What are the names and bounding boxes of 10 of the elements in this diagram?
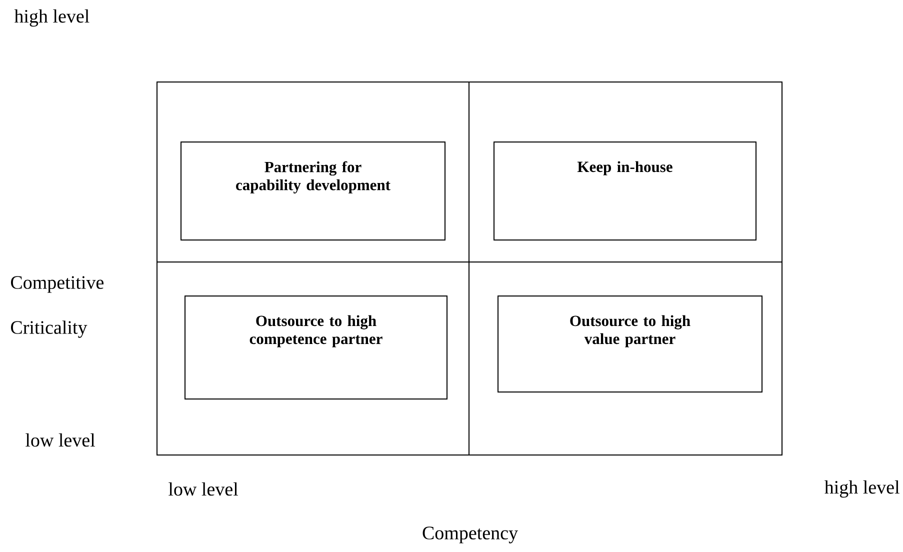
axis-label: Competency [422, 526, 518, 544]
axis-label: high level [14, 9, 90, 27]
axis-label: Competitive Criticality [10, 276, 104, 338]
axis-label: low level [26, 433, 95, 447]
strategy-box: Outsource to high value partner [498, 296, 762, 392]
strategy-box: Outsource to high competence partner [184, 296, 448, 400]
strategy-box: Partnering for capability development [180, 142, 446, 240]
strategy-box: Keep in-house [494, 142, 756, 240]
axis-label: low level [168, 482, 238, 496]
axis-label: high level [824, 480, 900, 498]
